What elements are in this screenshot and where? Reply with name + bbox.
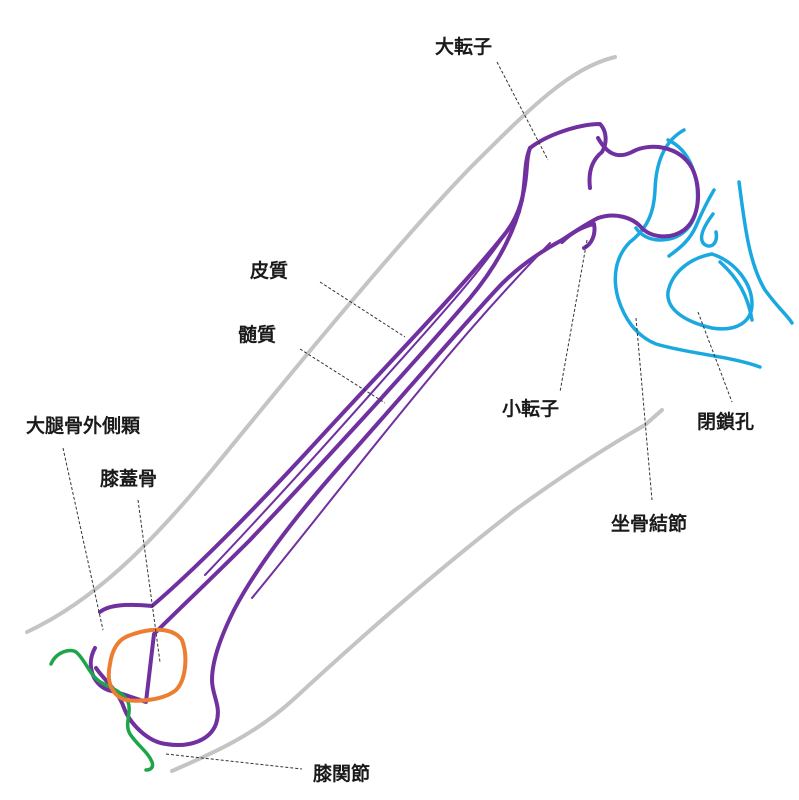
- label-ischial-tuberosity: 坐骨結節: [611, 512, 687, 535]
- skin-outline-lower: [170, 408, 664, 773]
- label-greater-trochanter: 大転子: [435, 35, 492, 58]
- femur-medulla-line-2: [251, 242, 551, 599]
- pelvic-wall-line: [737, 180, 794, 325]
- label-medulla: 髄質: [238, 323, 276, 346]
- label-cortex: 皮質: [250, 259, 288, 282]
- label-lateral-condyle: 大腿骨外側顆: [26, 414, 141, 437]
- ischium-line: [718, 260, 754, 322]
- leader-patella: [137, 499, 161, 663]
- label-obturator-foramen: 閉鎖孔: [697, 410, 754, 433]
- femur-head: [560, 136, 701, 242]
- leader-cortex: [319, 281, 406, 338]
- leader-knee-joint: [165, 753, 303, 770]
- leader-obturator-foramen: [697, 311, 733, 403]
- femur-neck-lower: [94, 238, 564, 747]
- pelvis-inner-line: [613, 128, 762, 369]
- leader-ischial-tuberosity: [635, 317, 653, 501]
- skin-outline-upper: [25, 55, 617, 634]
- femur-lesser-trochanter: [560, 222, 597, 250]
- leader-greater-trochanter: [496, 61, 549, 161]
- label-patella: 膝蓋骨: [100, 467, 157, 490]
- obturator-foramen-outline: [666, 252, 754, 331]
- leader-lesser-trochanter: [559, 239, 588, 393]
- femur-shaft-front: [98, 146, 532, 614]
- label-knee-joint: 膝関節: [313, 762, 370, 785]
- ilium-edge-curve: [667, 188, 716, 258]
- leader-medulla: [299, 348, 386, 404]
- tibia-outline: [49, 648, 155, 772]
- patella-outline: [106, 627, 188, 703]
- label-lesser-trochanter: 小転子: [502, 398, 559, 420]
- femur-medulla-line-1: [204, 211, 521, 576]
- ilium-small-curve: [699, 212, 719, 248]
- leader-lateral-condyle: [62, 447, 104, 631]
